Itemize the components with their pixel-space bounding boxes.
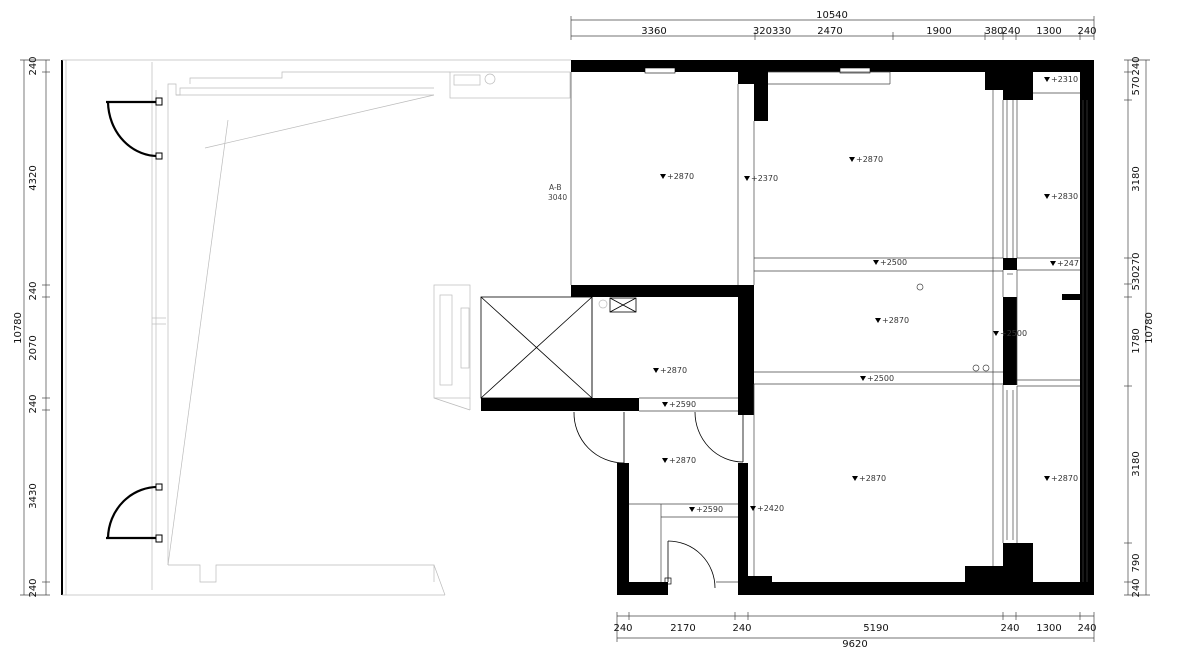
svg-text:+2590: +2590 (696, 505, 723, 514)
right-dim-7: 3180 (1131, 451, 1142, 476)
bottom-total-dim: 9620 (842, 639, 867, 650)
right-dim-3: 3180 (1131, 166, 1142, 191)
level-mark-beam-2: +2500 (860, 374, 894, 383)
left-dimension-chain: 240 4320 240 2070 240 3430 240 10780 (13, 56, 50, 598)
terrace-door-top (106, 97, 163, 160)
level-mark-room-d: +2870 (875, 316, 909, 325)
bottom-dim-1: 240 (613, 623, 632, 634)
top-dim-7: 1300 (1036, 26, 1061, 37)
stair-void (480, 296, 593, 399)
level-mark-beam-3: +2590 (662, 400, 696, 409)
level-mark-beam-1-right: +247 (1050, 259, 1079, 268)
top-dim-1: 3360 (641, 26, 666, 37)
top-dim-5: 380 (984, 26, 1003, 37)
left-dim-3: 240 (28, 281, 39, 300)
door-lower-middle (694, 411, 744, 463)
right-dim-4: 530 (1131, 271, 1142, 290)
bottom-dim-4: 5190 (863, 623, 888, 634)
svg-text:+2870: +2870 (667, 172, 694, 181)
right-dim-8: 790 (1131, 553, 1142, 572)
svg-text:+2870: +2870 (859, 474, 886, 483)
walls (481, 60, 1094, 595)
left-dim-1: 240 (28, 56, 39, 75)
right-dim-2: 570 (1131, 76, 1142, 95)
svg-text:+247: +247 (1057, 259, 1079, 268)
door-lower-left (573, 411, 625, 464)
top-dimension-chain: 10540 3360 320330 2470 1900 380 240 1300… (570, 10, 1097, 40)
svg-text:+2500: +2500 (880, 258, 907, 267)
right-dim-6: 1780 (1131, 328, 1142, 353)
right-dim-5: 270 (1131, 252, 1142, 271)
level-mark-room-g: +2870 (662, 456, 696, 465)
svg-text:+2500: +2500 (1000, 329, 1027, 338)
level-mark-room-b: +2870 (849, 155, 883, 164)
right-dim-1: 240 (1131, 56, 1142, 75)
level-mark-corridor-a: +2370 (744, 174, 778, 183)
left-dim-2: 4320 (28, 165, 39, 190)
left-total-dim: 10780 (13, 312, 24, 344)
svg-text:+2870: +2870 (669, 456, 696, 465)
top-dim-6: 240 (1001, 26, 1020, 37)
level-mark-corridor-b: +2420 (750, 504, 784, 513)
bottom-dim-7: 240 (1077, 623, 1096, 634)
right-dim-9: 240 (1131, 578, 1142, 597)
fixture-circle (982, 364, 990, 372)
interior-lines (570, 71, 1080, 583)
level-mark-room-c: +2830 (1044, 192, 1078, 201)
left-dim-6: 3430 (28, 483, 39, 508)
svg-text:+2870: +2870 (882, 316, 909, 325)
top-dim-4: 1900 (926, 26, 951, 37)
svg-text:+2590: +2590 (669, 400, 696, 409)
svg-text:+2310: +2310 (1051, 75, 1078, 84)
left-dim-5: 240 (28, 394, 39, 413)
level-mark-room-i: +2870 (1044, 474, 1078, 483)
svg-text:+2500: +2500 (867, 374, 894, 383)
level-mark-room-h: +2870 (852, 474, 886, 483)
fixture-circle (972, 364, 980, 372)
bottom-dim-5: 240 (1000, 623, 1019, 634)
right-dimension-chain: 240 570 3180 530 270 1780 3180 790 240 1… (1124, 56, 1155, 598)
svg-text:+2870: +2870 (856, 155, 883, 164)
svg-text:+2830: +2830 (1051, 192, 1078, 201)
terrace-door-bottom (106, 483, 163, 543)
section-note: A-B 3040 (548, 183, 567, 202)
terrace-outline (61, 59, 571, 596)
svg-text:+2870: +2870 (660, 366, 687, 375)
level-marks: +2870 +2370 +2870 +2310 +2830 +2500 +247 (653, 75, 1079, 514)
bottom-dim-2: 2170 (670, 623, 695, 634)
level-mark-beam-1: +2500 (873, 258, 907, 267)
top-dim-8: 240 (1077, 26, 1096, 37)
svg-text:3040: 3040 (548, 193, 567, 202)
svg-text:A-B: A-B (549, 183, 562, 192)
right-total-dim: 10780 (1144, 312, 1155, 344)
level-mark-beam-4: +2590 (689, 505, 723, 514)
level-mark-room-e-right: +2500 (993, 329, 1027, 338)
svg-text:+2870: +2870 (1051, 474, 1078, 483)
top-total-dim: 10540 (816, 10, 848, 21)
shaft-symbol (598, 297, 637, 313)
door-bottom (664, 540, 716, 589)
bottom-dimension-chain: 240 2170 240 5190 240 1300 240 9620 (613, 612, 1097, 650)
fixture-circle (916, 283, 924, 291)
level-mark-room-a: +2870 (660, 172, 694, 181)
level-mark-room-f: +2870 (653, 366, 687, 375)
left-dim-7: 240 (28, 578, 39, 597)
bottom-dim-3: 240 (732, 623, 751, 634)
bottom-dim-6: 1300 (1036, 623, 1061, 634)
left-dim-4: 2070 (28, 335, 39, 360)
level-mark-top-right: +2310 (1044, 75, 1078, 84)
svg-text:+2370: +2370 (751, 174, 778, 183)
top-dim-2: 320330 (753, 26, 791, 37)
top-dim-3: 2470 (817, 26, 842, 37)
svg-text:+2420: +2420 (757, 504, 784, 513)
